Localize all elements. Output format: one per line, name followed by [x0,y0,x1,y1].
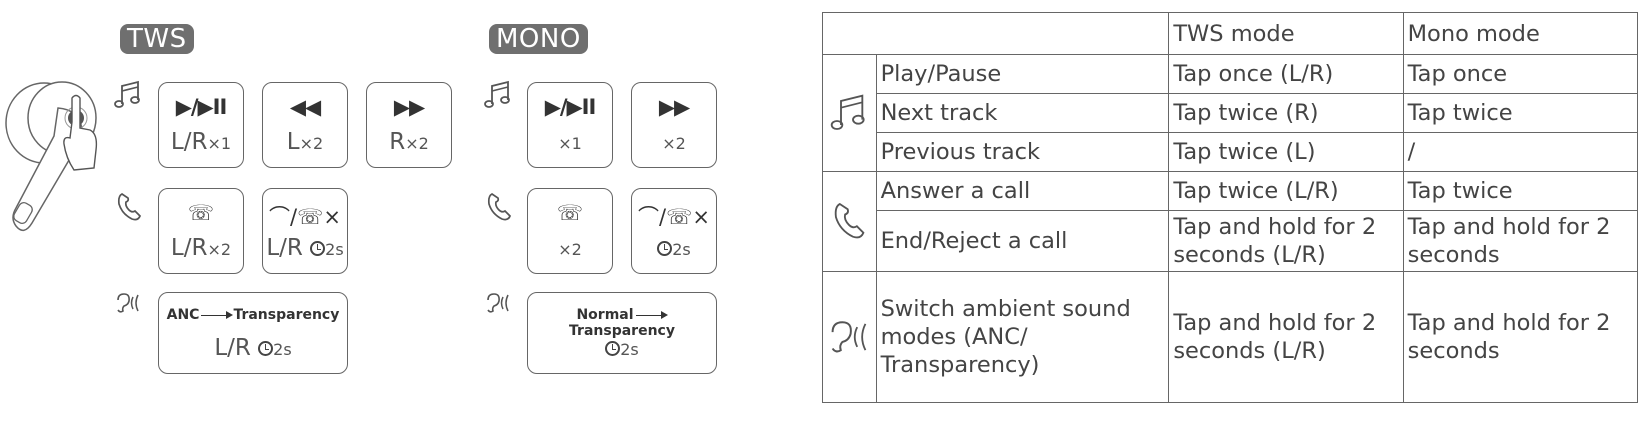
previous-symbol: ◀◀ [289,95,321,119]
arrow-right-icon [201,310,234,319]
answer-symbol: ☏ [556,201,584,225]
table-row: Play/Pause Tap once (L/R) Tap once [822,54,1638,172]
mono-tag: MONO [489,24,588,54]
tws-cell: Tap twice (L/R) [1168,171,1404,211]
header-tws: TWS mode [1168,12,1404,55]
action-cell: Switch ambient sound modes (ANC/ Transpa… [875,271,1170,403]
phone-icon [487,193,511,221]
mono-cell: Tap twice [1402,93,1638,133]
music-note-icon [484,80,510,108]
action-cell: End/Reject a call [875,210,1170,272]
table-row: Next track Tap twice (R) Tap twice [823,93,1638,133]
hold-time: 2s [620,340,639,359]
music-note-icon [822,54,877,172]
arrow-right-icon [635,310,668,319]
mono-end-reject-button: ⌒/☏× 2s [631,188,717,274]
tws-answer-button: ☏ L/R×2 [158,188,244,274]
tws-cell: Tap once (L/R) [1168,54,1404,94]
mono-cell: Tap and hold for 2 seconds [1402,210,1638,272]
mode-to: Transparency [233,307,340,323]
phone-icon [822,171,877,272]
hold-time: 2s [273,340,292,359]
table-row: End/Reject a call Tap and hold for 2 sec… [823,210,1638,272]
tap-count: ×2 [299,134,324,153]
tap-count: ×2 [558,240,582,259]
table-header-row: TWS mode Mono mode [821,12,1638,55]
tap-count: ×2 [405,134,429,153]
table-row: Answer a call Tap twice (L/R) Tap twice [822,171,1638,272]
table-row: Previous track Tap twice (L) / [823,132,1638,172]
mono-cell: Tap once [1402,54,1638,94]
clock-icon [258,341,274,356]
action-cell: Next track [875,93,1170,133]
tap-count: ×1 [558,134,582,153]
end-reject-symbol: ⌒/☏× [269,205,341,229]
phone-icon [117,193,141,221]
tws-cell: Tap and hold for 2 seconds (L/R) [1168,210,1404,272]
play-pause-symbol: ▶/▶II [544,95,597,119]
side-label: L/R [214,335,251,361]
mono-ambient-button: NormalTransparency 2s [527,292,717,374]
hold-time: 2s [672,240,691,259]
mono-play-pause-button: ▶/▶II ×1 [527,82,613,168]
action-cell: Answer a call [875,171,1170,211]
mono-cell: Tap and hold for 2 seconds [1402,271,1638,403]
header-blank-cell [821,12,1170,55]
tws-previous-button: ◀◀ L×2 [262,82,348,168]
hold-time: 2s [325,240,344,259]
mode-from: Normal [576,307,634,323]
tws-tag: TWS [120,24,194,54]
side-label: L/R [170,235,208,261]
side-label: L [286,129,300,155]
tws-cell: Tap twice (L) [1168,132,1404,172]
tap-count: ×1 [207,134,232,153]
ear-sound-icon [487,293,509,313]
earbud-tap-illustration [5,81,98,232]
next-symbol: ▶▶ [393,95,425,119]
mono-next-button: ▶▶ ×2 [631,82,717,168]
table-row: Switch ambient sound modes (ANC/ Transpa… [822,271,1638,403]
music-note-icon [114,80,140,108]
clock-icon [657,241,673,256]
ear-sound-icon [822,271,877,403]
tap-count: ×2 [662,134,686,153]
tws-next-button: ▶▶ R×2 [366,82,452,168]
tws-ambient-button: ANC Transparency L/R 2s [158,292,348,374]
ear-sound-icon [117,293,139,313]
controls-table: TWS mode Mono mode Play/Pause Tap once (… [821,12,1638,403]
mode-to: Transparency [569,323,675,339]
tws-play-pause-button: ▶/▶II L/R×1 [158,82,244,168]
action-cell: Previous track [875,132,1170,172]
side-label: R [389,129,406,155]
end-reject-symbol: ⌒/☏× [638,205,710,229]
tws-cell: Tap twice (R) [1168,93,1404,133]
tws-cell: Tap and hold for 2 seconds (L/R) [1168,271,1404,403]
answer-symbol: ☏ [187,201,215,225]
mono-answer-button: ☏ ×2 [527,188,613,274]
header-mono: Mono mode [1402,12,1638,55]
action-cell: Play/Pause [875,54,1170,94]
side-label: L/R [170,129,208,155]
mono-cell: Tap twice [1402,171,1638,211]
mono-cell: / [1402,132,1638,172]
tap-count: ×2 [207,240,232,259]
tws-end-reject-button: ⌒/☏× L/R 2s [262,188,348,274]
clock-icon [605,341,621,356]
side-label: L/R [266,235,303,261]
mode-from: ANC [166,307,200,323]
play-pause-symbol: ▶/▶II [175,95,228,119]
next-symbol: ▶▶ [658,95,690,119]
clock-icon [310,241,326,256]
